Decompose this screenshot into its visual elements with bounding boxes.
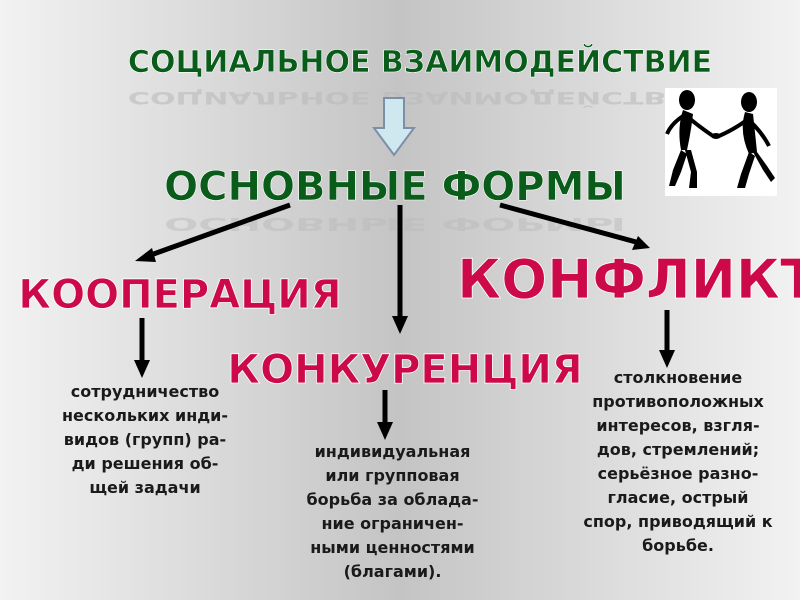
arrowhead-conflict [632,236,650,250]
description-arrows [134,310,675,440]
page-title: СОЦИАЛЬНОЕ ВЗАИМОДЕЙСТВИЕ [128,44,712,80]
form-label-conflict: КОНФЛИКТ [457,248,800,311]
arrowhead-competition-desc [377,422,393,440]
arrow-to-conflict [499,202,637,245]
form-label-competition: КОНКУРЕНЦИЯ [227,347,582,393]
arrowhead-cooperation-desc [134,360,150,378]
subtitle-shadow: ОСНОВНЫЕ ФОРМЫ [164,213,626,234]
description-conflict: столкновение противоположных интересов, … [583,368,773,555]
title-shadow: СОЦИАЛЬНОЕ ВЗАИМОДЕЙСТВИЕ [128,88,712,108]
branch-arrows [135,202,650,334]
form-label-cooperation: КООПЕРАЦИЯ [18,272,341,318]
arrow-to-cooperation [147,202,291,259]
arrowhead-cooperation [135,248,156,262]
arrowhead-conflict-desc [659,350,675,368]
diagram-subtitle: ОСНОВНЫЕ ФОРМЫ [164,164,626,210]
description-cooperation: сотрудничество нескольких инди- видов (г… [61,382,229,497]
down-arrow-icon [372,97,416,157]
handshake-figures-icon [665,88,777,196]
arrowhead-competition [392,316,408,334]
description-competition: индивидуальная или групповая борьба за о… [306,442,479,581]
